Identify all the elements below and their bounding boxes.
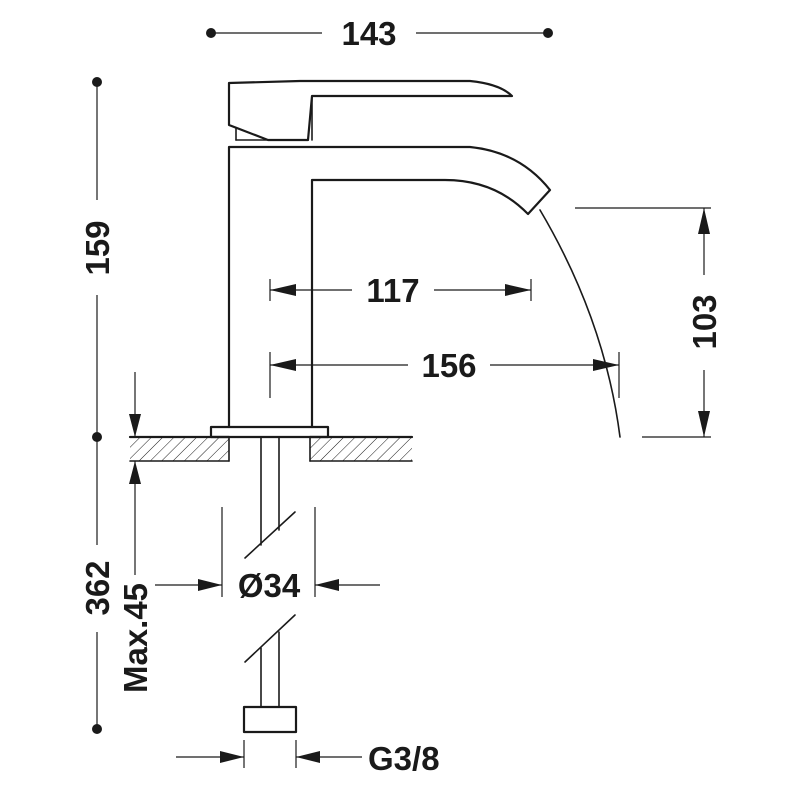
dimension-connection-thread: G3/8	[176, 740, 440, 777]
label-total-height: 159	[79, 220, 116, 275]
label-water-reach: 156	[421, 347, 476, 384]
label-max-counter-thickness: Max.45	[117, 583, 154, 693]
label-hose-length: 362	[79, 560, 116, 615]
label-spout-reach: 117	[366, 272, 419, 309]
dimension-hose-length: 362	[79, 437, 116, 734]
dimension-spout-height: 103	[575, 207, 723, 438]
hose-break-bottom	[244, 614, 296, 663]
label-total-width: 143	[341, 15, 396, 52]
countertop-left-section	[130, 437, 229, 461]
label-spout-height: 103	[686, 294, 723, 349]
dimension-water-reach: 156	[269, 347, 620, 398]
faucet-body	[209, 79, 552, 439]
hose-connector-nut	[242, 705, 298, 734]
faucet-column-spout	[227, 145, 552, 429]
countertop	[128, 435, 414, 462]
dimension-hole-diameter: Ø34	[155, 507, 380, 604]
dimension-total-height: 159	[79, 77, 116, 442]
supply-hose	[242, 436, 298, 734]
countertop-right-section	[310, 437, 412, 461]
label-connection-thread: G3/8	[368, 740, 440, 777]
label-hole-diameter: Ø34	[238, 567, 301, 604]
hose-break-top	[244, 511, 296, 559]
water-stream-curve	[539, 209, 621, 438]
dimension-spout-reach: 117	[269, 272, 532, 309]
lever-handle	[227, 79, 514, 142]
dimension-total-width: 143	[206, 15, 553, 52]
base-plate	[209, 425, 330, 439]
dimension-max-counter-thickness: Max.45	[117, 372, 154, 693]
